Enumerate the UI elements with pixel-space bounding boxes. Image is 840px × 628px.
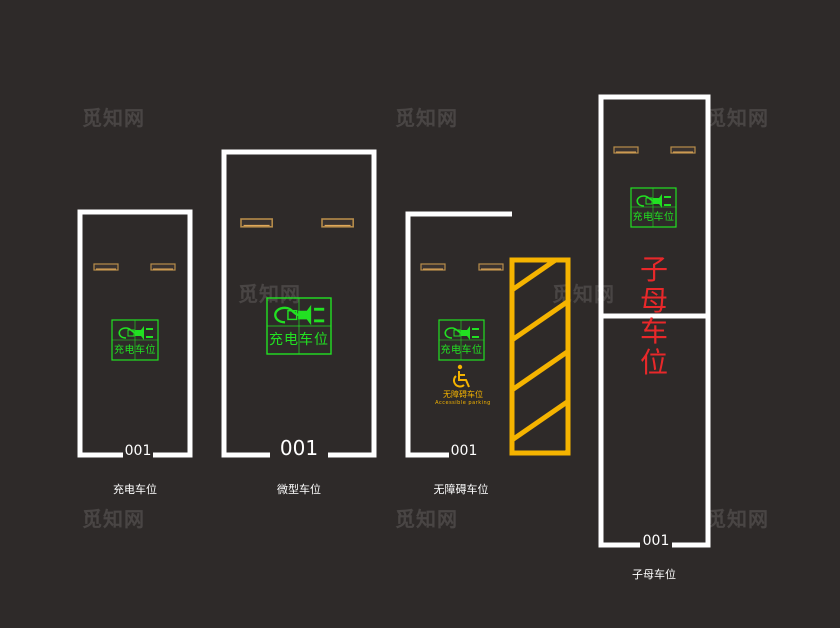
wheelchair-icon	[453, 364, 470, 388]
parent-child-char: 位	[639, 346, 668, 379]
charging-sign-label: 充电车位	[632, 212, 675, 223]
watermark: 觅知网	[706, 106, 769, 130]
spot-number: 001	[124, 443, 152, 459]
ev-plug-icon	[444, 325, 480, 341]
wheel-stopper-icon	[321, 218, 354, 228]
accessible-label: 无障碍车位	[443, 390, 483, 399]
watermark: 觅知网	[82, 507, 145, 531]
wheel-stopper-icon	[150, 263, 176, 271]
watermark: 觅知网	[238, 282, 301, 306]
spot-outline	[221, 149, 377, 458]
spot-number: 001	[642, 533, 670, 549]
wheel-stopper-icon	[478, 263, 504, 271]
spot-caption: 微型车位	[277, 483, 321, 496]
watermark: 觅知网	[706, 507, 769, 531]
wheel-stopper-icon	[240, 218, 273, 228]
spot-caption: 无障碍车位	[433, 483, 489, 496]
watermark: 觅知网	[82, 106, 145, 130]
parent-child-char: 子	[639, 253, 668, 286]
spot-parent-child	[598, 94, 711, 548]
charging-sign	[266, 297, 332, 355]
wheel-stopper-icon	[613, 146, 639, 154]
spot-accessible	[405, 211, 571, 458]
charging-sign-label: 充电车位	[114, 345, 156, 356]
spot-number: 001	[450, 443, 478, 459]
ev-plug-icon	[274, 303, 326, 327]
parent-child-char: 母	[639, 284, 668, 317]
spot-outline	[405, 211, 512, 458]
charging-sign-label: 充电车位	[269, 332, 329, 348]
spot-outline	[598, 94, 711, 548]
charging-sign	[630, 187, 677, 228]
wheel-stopper-icon	[93, 263, 119, 271]
parent-child-char: 车	[639, 315, 668, 348]
spot-outline	[77, 209, 193, 458]
wheel-stopper-icon	[420, 263, 446, 271]
accessible-sublabel: Accessible parking	[435, 400, 491, 406]
wheel-stopper-icon	[670, 146, 696, 154]
ev-plug-icon	[118, 325, 154, 341]
charging-sign	[438, 319, 485, 361]
watermark: 觅知网	[552, 282, 615, 306]
watermark: 觅知网	[395, 106, 458, 130]
hatched-access-aisle	[509, 257, 571, 456]
spot-micro	[221, 149, 377, 458]
charging-sign-label: 充电车位	[440, 345, 483, 356]
spot-charging	[77, 209, 193, 458]
ev-plug-icon	[636, 193, 672, 209]
charging-sign	[111, 319, 159, 361]
spot-caption: 子母车位	[632, 568, 676, 581]
watermark: 觅知网	[395, 507, 458, 531]
spot-caption: 充电车位	[113, 483, 157, 496]
parent-child-vertical-label: 子 母 车 位	[638, 254, 670, 378]
spot-number: 001	[279, 436, 319, 460]
